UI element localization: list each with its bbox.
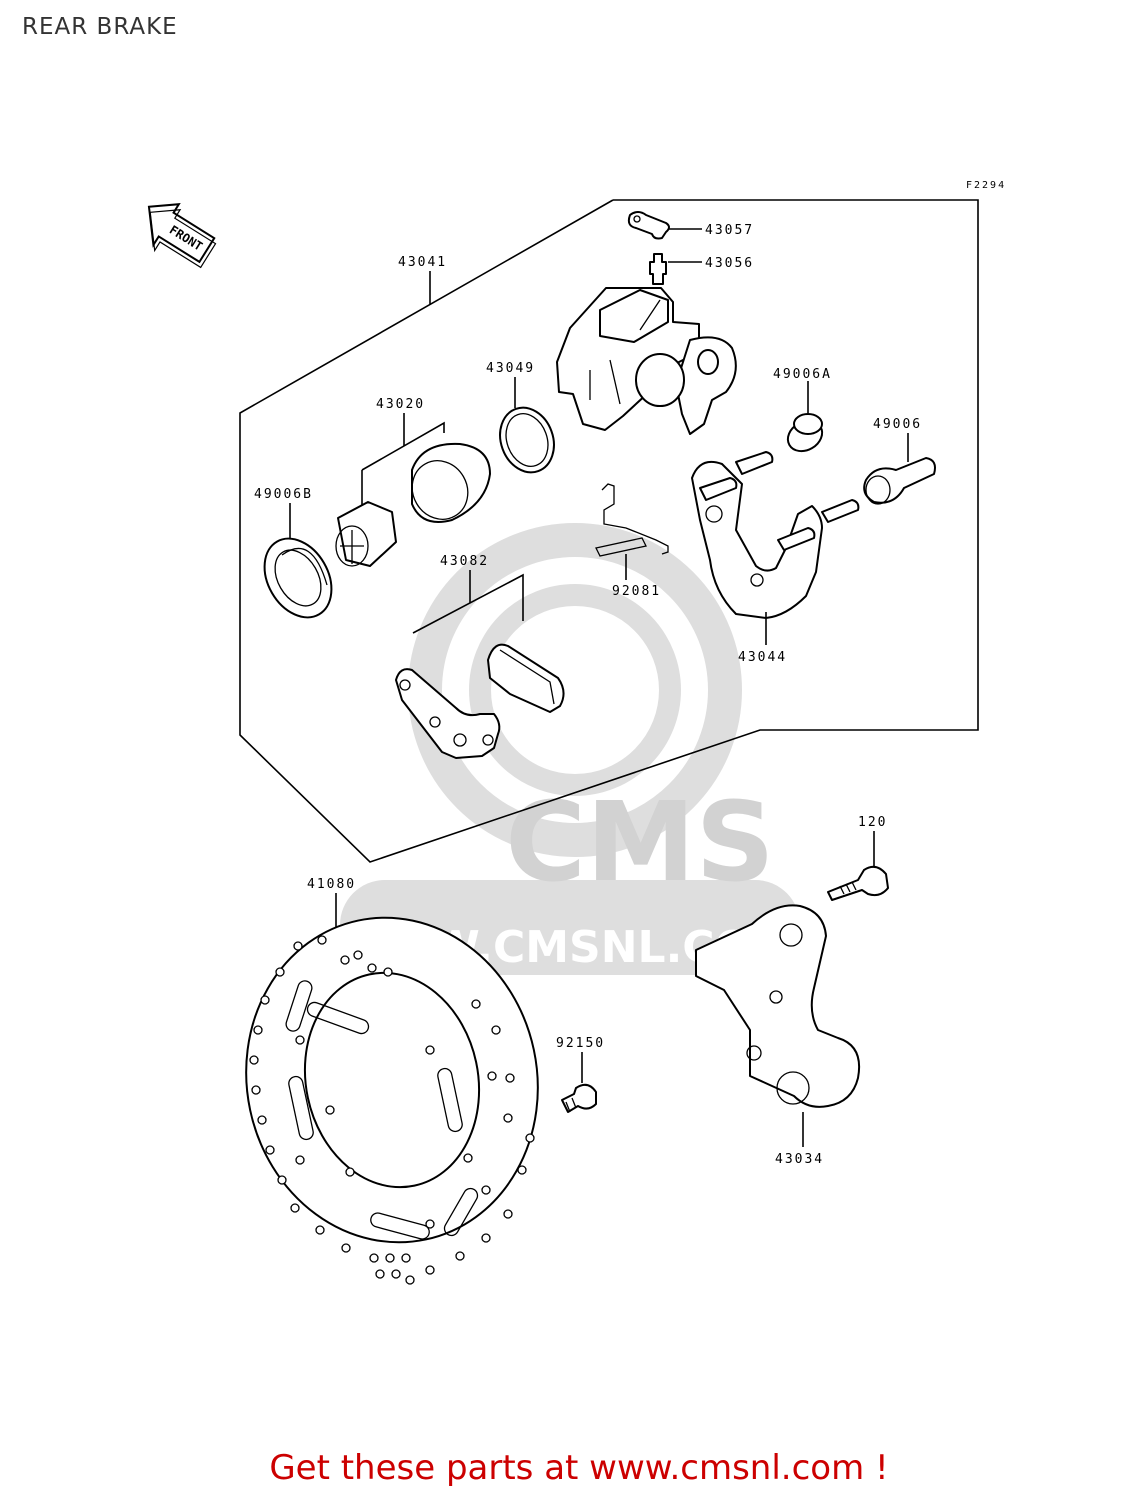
callout-120: 120 — [858, 815, 887, 830]
bleeder-cap — [627, 211, 702, 240]
callout-43034: 43034 — [775, 1152, 824, 1167]
kit-outline — [239, 199, 979, 863]
callout-43049: 43049 — [486, 361, 535, 376]
torque-bracket — [695, 904, 860, 1147]
piston-seal — [499, 377, 555, 474]
callout-49006A: 49006A — [773, 367, 832, 382]
piston-insert — [335, 501, 397, 567]
watermark-logo: CMS — [505, 778, 774, 906]
dust-boot — [263, 503, 333, 619]
callout-43041: 43041 — [398, 255, 447, 270]
piston — [411, 442, 491, 523]
callout-43020: 43020 — [376, 397, 425, 412]
figure-code: F2294 — [966, 180, 1006, 191]
callout-49006B: 49006B — [254, 487, 313, 502]
disc-screw — [561, 1083, 597, 1113]
callout-92081: 92081 — [612, 584, 661, 599]
pad-spring — [595, 483, 669, 580]
callout-43044: 43044 — [738, 650, 787, 665]
caliper-bracket — [691, 451, 860, 645]
brake-disc — [245, 916, 539, 1285]
cta-banner[interactable]: Get these parts at www.cmsnl.com ! — [269, 1448, 889, 1488]
pin-boot-a — [786, 381, 824, 453]
front-arrow-icon: FRONT — [147, 203, 217, 269]
bleeder-valve — [649, 253, 702, 285]
callout-92150: 92150 — [556, 1036, 605, 1051]
callout-43057: 43057 — [705, 223, 754, 238]
brake-pad-b — [487, 643, 565, 713]
pin-boot — [863, 433, 936, 505]
brake-pad-a — [395, 668, 501, 759]
callout-49006: 49006 — [873, 417, 922, 432]
mounting-bolt — [827, 865, 889, 901]
callout-43082: 43082 — [440, 554, 489, 569]
caliper-body — [556, 287, 737, 435]
callout-41080: 41080 — [307, 877, 356, 892]
page-title: REAR BRAKE — [22, 14, 178, 40]
callout-43056: 43056 — [705, 256, 754, 271]
